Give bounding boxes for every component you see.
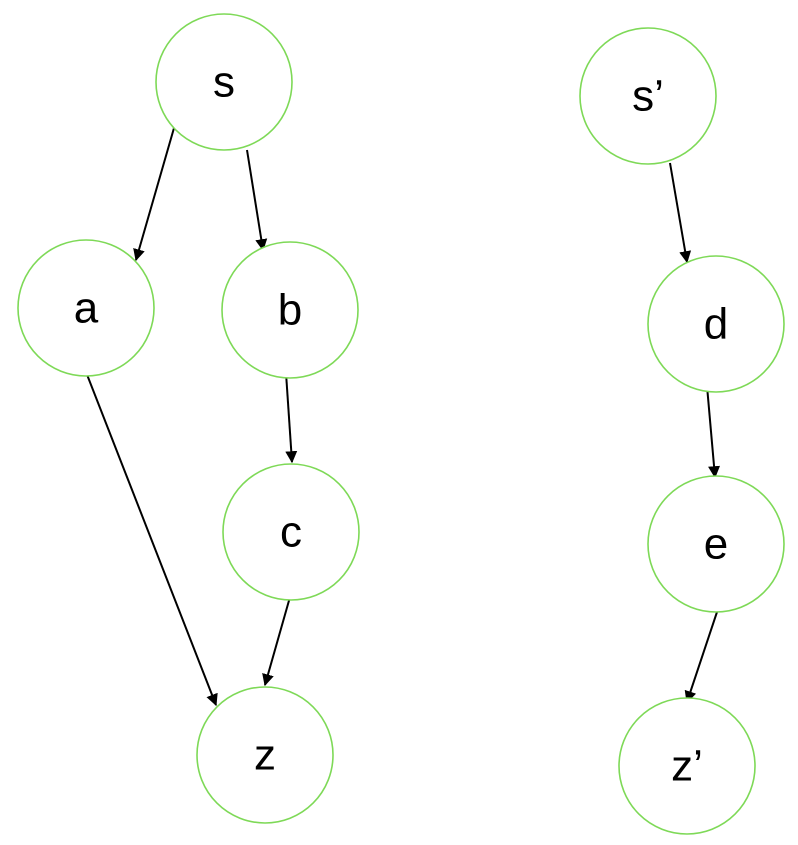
node-e: e	[647, 475, 785, 613]
edge-s-b	[246, 149, 268, 252]
node-s-prime-label: s’	[632, 72, 664, 121]
node-z: z	[196, 686, 334, 824]
node-z-label: z	[254, 731, 276, 780]
edge-s2-d	[669, 162, 692, 264]
node-s-prime-circle	[579, 27, 717, 165]
edge-b-c	[285, 372, 298, 464]
edge-a-z	[85, 371, 218, 707]
node-d-label: d	[704, 300, 728, 349]
node-s-circle	[155, 13, 293, 151]
node-a-label: a	[74, 284, 99, 333]
node-d-circle	[647, 255, 785, 393]
node-c: c	[222, 463, 360, 601]
edge-c-z	[262, 596, 291, 687]
node-c-label: c	[280, 508, 302, 557]
node-b-circle	[221, 241, 359, 379]
node-s: s	[155, 13, 293, 151]
node-e-label: e	[704, 520, 728, 569]
node-s-prime: s’	[579, 27, 717, 165]
node-z-prime-circle	[618, 697, 756, 835]
node-c-circle	[222, 463, 360, 601]
node-b-label: b	[278, 286, 302, 335]
node-z-prime-label: z’	[671, 742, 703, 791]
node-d: d	[647, 255, 785, 393]
node-z-circle	[196, 686, 334, 824]
node-e-circle	[647, 475, 785, 613]
node-a-circle	[17, 239, 155, 377]
edge-e-z2	[684, 608, 719, 704]
edge-d-e	[706, 385, 721, 479]
node-s-label: s	[213, 58, 235, 107]
node-a: a	[17, 239, 155, 377]
node-z-prime: z’	[618, 697, 756, 835]
node-b: b	[221, 241, 359, 379]
edges	[85, 127, 721, 707]
edge-s-a	[133, 127, 175, 262]
